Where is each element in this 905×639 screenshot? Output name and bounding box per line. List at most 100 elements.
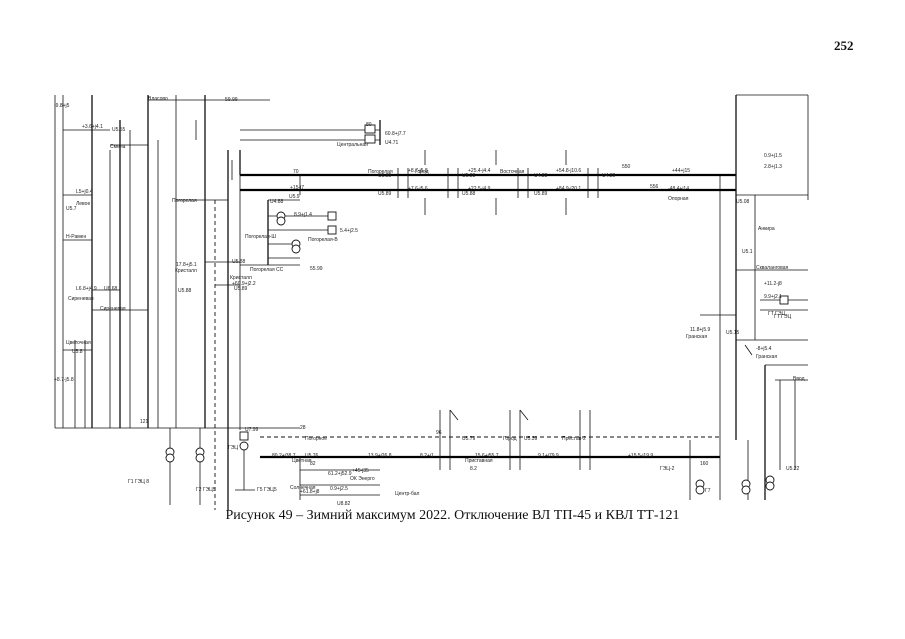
left-frame (54, 95, 300, 429)
flow-label: +8.7-j5.8 (54, 377, 74, 383)
flow-label: +84.9-j20.1 (556, 186, 581, 192)
number-label: 70 (293, 169, 299, 175)
voltage-label: U5.88 (178, 288, 192, 294)
flow-label: +61.8+j8 (300, 489, 320, 495)
substation-vvod: Ввод (793, 376, 805, 382)
flow-label: +45-j35 (352, 468, 369, 474)
flow-label: -9.8+j5 (54, 103, 70, 109)
flow-label: +54.8-j10.6 (556, 168, 581, 174)
flow-label: +7.6-j5.6 (408, 186, 428, 192)
substation-ok-energo: ОК Энерго (350, 476, 375, 482)
voltage-label: U5.88 (232, 259, 246, 265)
number-label: 556 (650, 184, 659, 190)
voltage-label: U5.88 (462, 191, 476, 197)
substation-pogorelaya-v: Погорелая-В (308, 237, 338, 243)
substation-pristavnaya: Приставная (465, 458, 493, 464)
voltage-label: U5.22 (786, 466, 800, 472)
flow-label: 13.9+j26.8 (368, 453, 392, 459)
voltage-label: U5.7 (66, 206, 77, 212)
flow-label: 0.9+j2.5 (330, 486, 348, 492)
number-label: 8.2 (470, 466, 477, 472)
flow-label: 2.8+j1.3 (764, 164, 782, 170)
substation-opornaya: Опорная (668, 196, 689, 202)
number-label: 550 (622, 164, 631, 170)
flow-label: +22.5-j4.9 (468, 186, 491, 192)
voltage-label: U5.15 (726, 330, 740, 336)
voltage-label: U5.8 (72, 349, 83, 355)
flow-label: +15.5-j19.9 (628, 453, 653, 459)
voltage-label: U4.88 (270, 199, 284, 205)
tsentralnaya-substation (239, 120, 381, 175)
substation-gt-gtec: ГТ ГЭЦ (768, 311, 785, 317)
substation-pogorelaya-sh: Погорелая-Ш (245, 234, 276, 240)
generator-gt: ГТ ГЭЦ (774, 314, 791, 320)
flow-label: 9.1+j79.9 (538, 453, 559, 459)
flow-label: 80.2+j38.7 (272, 453, 296, 459)
number-label: 55.99 (310, 266, 323, 272)
voltage-label: U5.59 (524, 436, 538, 442)
main-lower-bus (260, 410, 721, 500)
voltage-label: U5.76 (305, 453, 319, 459)
flow-label: +44+j15 (672, 168, 690, 174)
main-upper-bus (239, 150, 736, 430)
number-label: 28 (300, 425, 306, 431)
substation-tsvetochnaya: Цветочная (66, 340, 91, 346)
generators (165, 428, 775, 505)
voltage-label: U5.55 (112, 127, 126, 133)
substation-labels: Власово Центральная Погорелая Город Вост… (66, 96, 805, 497)
substation-n-ramen: Н-Рамен (66, 234, 86, 240)
figure-caption: Рисунок 49 – Зимний максимум 2022. Отклю… (225, 508, 680, 523)
flow-label: +15-j7 (290, 185, 304, 191)
substation-gorod-2: Город (503, 436, 517, 442)
voltage-label: U7.99 (245, 427, 259, 433)
left-feeders (74, 95, 229, 510)
flow-label: 61.2+j52.9 (328, 471, 352, 477)
number-label: 59.99 (225, 97, 238, 103)
substation-pogornoe: Погорное (305, 436, 327, 442)
left-branches (63, 99, 270, 351)
voltage-labels: U4.71 U5.85 U5.88 U4.88 U4.89 U5.89 U5.8… (66, 127, 800, 507)
number-label: 121 (140, 419, 149, 425)
number-label: 82 (310, 461, 316, 467)
substation-pogorelaya-ss: Погорелая СС (250, 267, 284, 273)
voltage-label: U5.85 (378, 173, 392, 179)
voltage-label: U5.89 (378, 191, 392, 197)
voltage-label: U5.89 (534, 191, 548, 197)
substation-levoe: Левое (76, 201, 90, 207)
pogorelaya-subgrid (240, 199, 337, 266)
substation-vostochnaya: Восточная (500, 169, 525, 175)
substation-kristall: Кристалл (175, 268, 197, 274)
flow-label: 60.8+j7.7 (385, 131, 406, 137)
generator-g1: Г1 ГЭЦ 8 (128, 479, 149, 485)
flow-label: 11.8+j5.9 (690, 327, 711, 333)
voltage-label: U4.71 (385, 140, 399, 146)
substation-gransnaya: Гранская (686, 334, 707, 340)
substation-kristall-2: Кристалл (230, 275, 252, 281)
substation-ankira: Анкира (758, 226, 775, 232)
flow-label: -48.4+j14 (668, 186, 689, 192)
flow-label: +25.4-j4.4 (468, 168, 491, 174)
flow-label: 0.9+j1.5 (764, 153, 782, 159)
voltage-label: U6.68 (104, 286, 118, 292)
flow-label: -8+j5.4 (756, 346, 772, 352)
number-label: 96 (436, 430, 442, 436)
substation-sirenevaya: Сиреневая (68, 296, 94, 302)
flow-label: 9.9+j2.1 (764, 294, 782, 300)
power-flow-labels: 60.8+j7.7 +8.7-j5.8 +25.4-j4.4 +54.8-j10… (54, 103, 782, 495)
voltage-label: U8.82 (337, 501, 351, 507)
flow-label: 8.9+j1.4 (294, 212, 312, 218)
substation-skvalangrovaya: Скваланговая (756, 265, 789, 271)
generator-g2: Г2 ГЭЦ5 (196, 487, 216, 493)
misc-numbers: 59.99 55.99 550 556 80 70 96 82 160 121 … (140, 97, 709, 472)
number-label: 80 (366, 122, 372, 128)
flow-label: 17.8+j5.1 (176, 262, 197, 268)
flow-label: 8.2+j1 (420, 453, 434, 459)
flow-label: L6.8+j4.9 (76, 286, 97, 292)
flow-label: 15.6+j55.7 (475, 453, 499, 459)
substation-solnechnaya: Солнечная (290, 485, 316, 491)
substation-smena: Смена (110, 144, 126, 150)
voltage-label: U5.88 (462, 173, 476, 179)
substation-pogorelaya: Погорелая (368, 169, 393, 175)
substation-sirenevaya-2: Сиреневая (100, 306, 126, 312)
